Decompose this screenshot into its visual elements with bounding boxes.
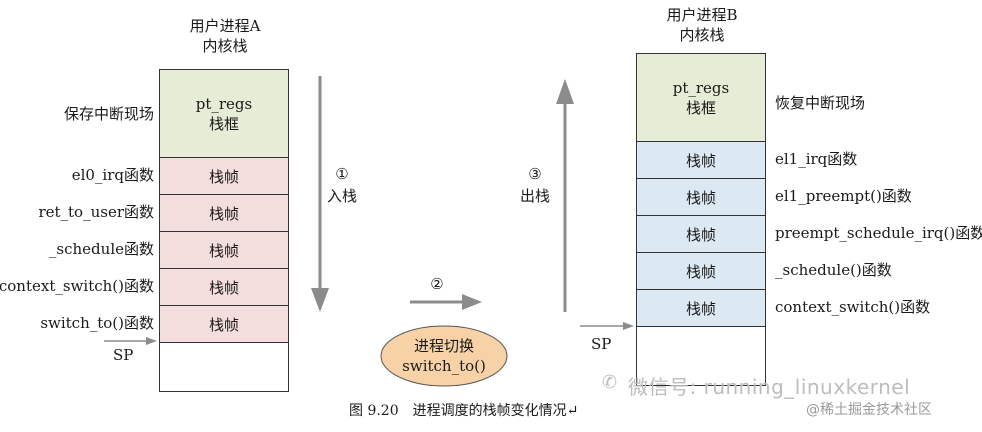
right-frame-label: _schedule()函数 — [775, 261, 892, 279]
save-interrupt-label: 保存中断现场 — [63, 105, 154, 123]
left-sp-label: SP — [113, 346, 134, 364]
right-sp-label: SP — [591, 335, 612, 353]
left-stack-frame: 栈帧 — [160, 158, 288, 195]
left-stack-frame: 栈帧 — [160, 306, 288, 343]
right-frame-label: el1_preempt()函数 — [775, 187, 912, 205]
left-sp-arrow — [104, 337, 157, 345]
juejin-watermark: @稀土掘金技术社区 — [806, 402, 932, 418]
left-frame-label: context_switch()函数 — [0, 277, 154, 295]
left-stack-frame: 栈帧 — [160, 232, 288, 269]
left-stack-frame: 栈帧 — [160, 269, 288, 306]
right-stack-frame: 栈帧 — [637, 142, 765, 179]
right-stack-frame: 栈帧 — [637, 216, 765, 253]
right-frame-label: preempt_schedule_irq()函数 — [775, 224, 982, 242]
right-stack-frame: 栈帧 — [637, 179, 765, 216]
right-frame-label: context_switch()函数 — [775, 298, 931, 316]
switch-ellipse-text: 进程切换 switch_to() — [402, 337, 486, 375]
left-frame-label: ret_to_user函数 — [38, 203, 154, 221]
left-pt-regs-frame: pt_regs 栈框 — [160, 70, 288, 158]
right-pt-regs-frame: pt_regs 栈框 — [637, 54, 765, 142]
step-three-label: ③ 出栈 — [520, 165, 551, 205]
left-kernel-stack: pt_regs 栈框 栈帧 栈帧 栈帧 栈帧 栈帧 — [159, 69, 289, 392]
switch-arrow — [410, 294, 482, 310]
step-one-label: ① 入栈 — [327, 165, 358, 205]
switch-ellipse — [380, 325, 508, 387]
push-arrow — [311, 76, 329, 312]
right-stack-frame: 栈帧 — [637, 253, 765, 290]
wechat-watermark: 微信号: running_linuxkernel — [628, 375, 911, 399]
pop-arrow — [556, 79, 574, 312]
right-stack-title: 用户进程B 内核栈 — [666, 6, 738, 44]
left-stack-title: 用户进程A 内核栈 — [189, 17, 261, 55]
right-stack-frame: 栈帧 — [637, 290, 765, 327]
left-frame-label: switch_to()函数 — [40, 314, 154, 332]
wechat-icon: ✆ — [602, 372, 618, 393]
restore-interrupt-label: 恢复中断现场 — [775, 94, 866, 112]
right-sp-arrow — [580, 322, 634, 330]
right-kernel-stack: pt_regs 栈框 栈帧 栈帧 栈帧 栈帧 栈帧 — [636, 53, 766, 386]
left-frame-label: _schedule函数 — [48, 240, 154, 258]
right-frame-label: el1_irq函数 — [775, 150, 858, 168]
step-two-label: ② — [430, 275, 444, 293]
figure-caption: 图 9.20 进程调度的栈帧变化情况↵ — [349, 403, 579, 419]
left-frame-label: el0_irq函数 — [71, 166, 154, 184]
left-stack-frame: 栈帧 — [160, 195, 288, 232]
